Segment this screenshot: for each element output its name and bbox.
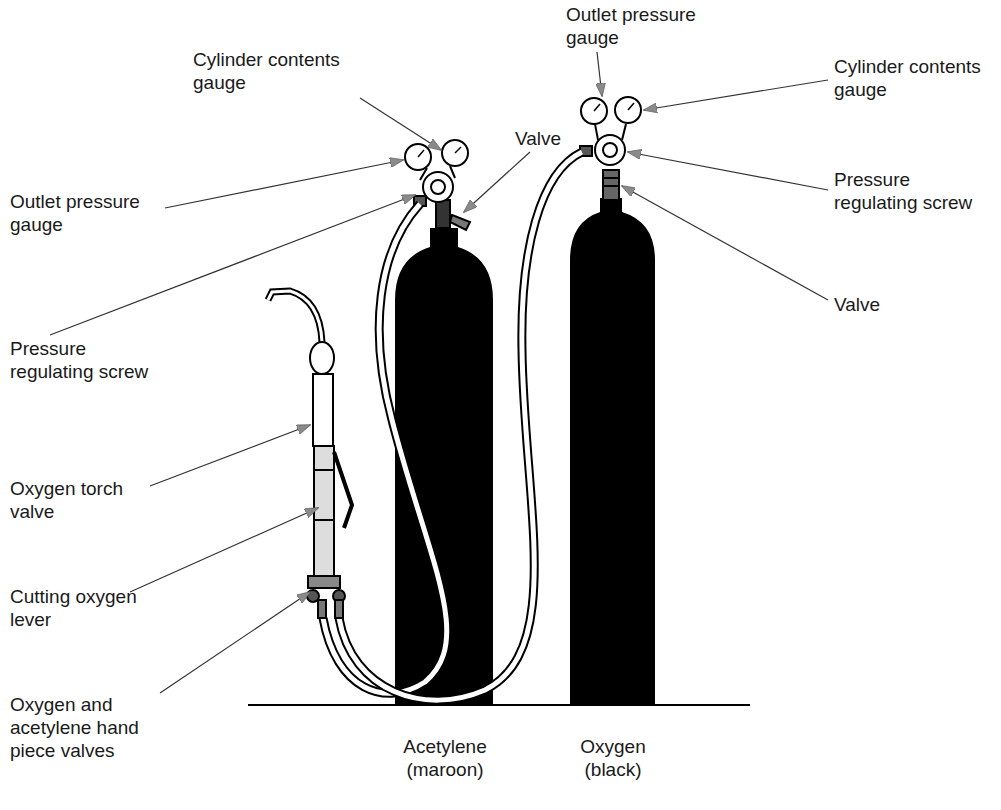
part-label: Outlet pressure gauge	[566, 3, 726, 49]
part-label: Oxygen torch valve	[10, 477, 140, 523]
part-label: Cutting oxygen lever	[10, 585, 150, 631]
leader-lines	[50, 52, 828, 693]
part-label: Cylinder contents gauge	[193, 48, 358, 94]
cutting-torch	[268, 291, 352, 618]
cylinder-label: Oxygen (black)	[568, 735, 658, 781]
part-label: Oxygen and acetylene hand piece valves	[10, 693, 160, 762]
part-label: Valve	[515, 127, 595, 150]
hoses	[323, 152, 582, 700]
ground-line	[248, 704, 750, 706]
part-label: Valve	[834, 293, 914, 316]
part-label: Cylinder contents gauge	[834, 55, 996, 101]
part-label: Pressure regulating screw	[834, 168, 984, 214]
part-label: Pressure regulating screw	[10, 337, 160, 383]
part-label: Outlet pressure gauge	[10, 190, 170, 236]
oxygen-cylinder	[570, 198, 655, 705]
oxygen-regulator	[580, 97, 641, 200]
cylinder-label: Acetylene (maroon)	[390, 735, 500, 781]
